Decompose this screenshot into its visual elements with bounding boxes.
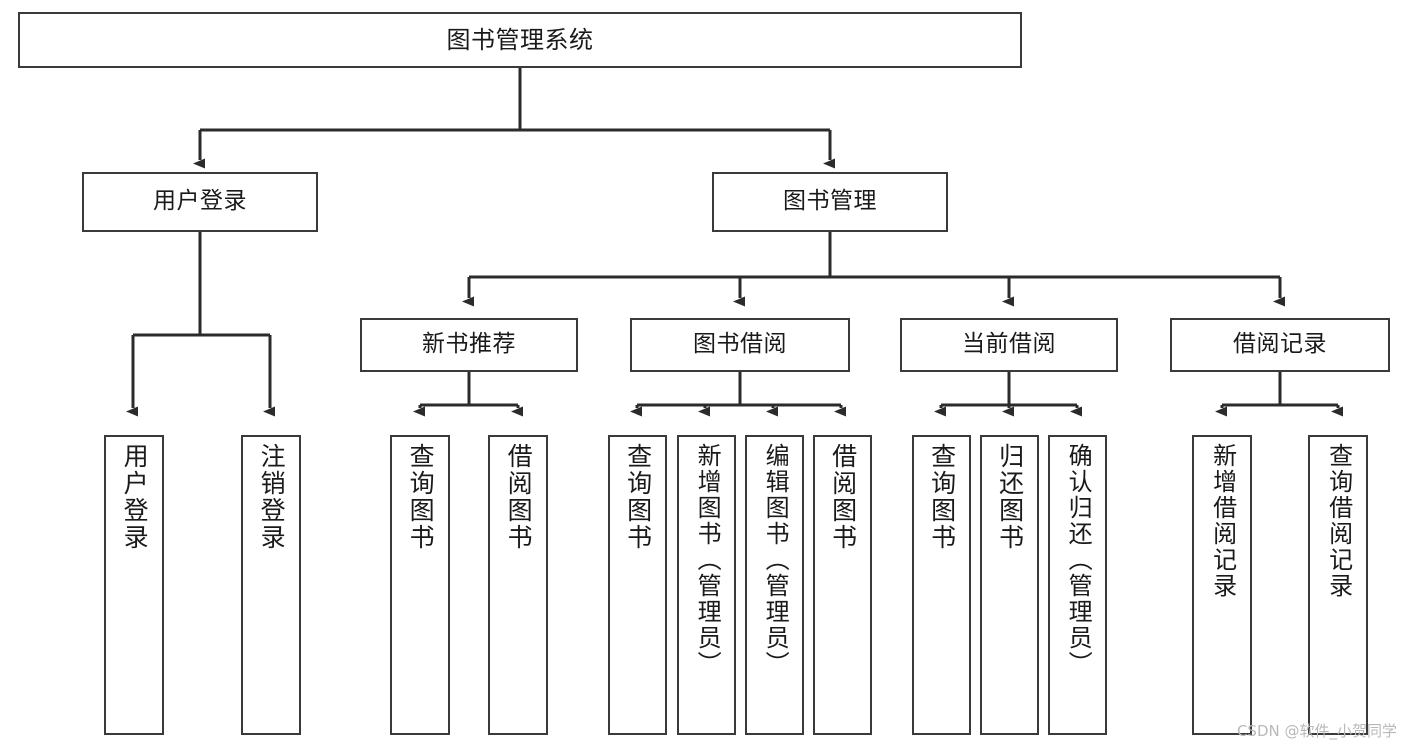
node-label: 查询借阅记录 (1324, 443, 1353, 599)
node-root-book-management-system[interactable]: 图书管理系统 (18, 12, 1022, 68)
node-label: 查询图书 (927, 443, 957, 551)
leaf-user-login-logout[interactable]: 注销登录 (241, 435, 301, 735)
node-label: 借阅图书 (504, 443, 534, 551)
leaf-book-borrow-query-book[interactable]: 查询图书 (608, 435, 667, 735)
leaf-book-borrow-add-book-admin[interactable]: 新增图书（管理员） (677, 435, 736, 735)
node-current-borrow[interactable]: 当前借阅 (900, 318, 1118, 372)
node-label: 归还图书 (995, 443, 1025, 551)
leaf-new-book-borrow-book[interactable]: 借阅图书 (488, 435, 548, 735)
node-label: 新增图书（管理员） (693, 443, 722, 677)
leaf-borrow-record-query-record[interactable]: 查询借阅记录 (1308, 435, 1368, 735)
node-label: 新增借阅记录 (1208, 443, 1237, 599)
node-label: 新书推荐 (422, 331, 516, 358)
node-user-login[interactable]: 用户登录 (82, 172, 318, 232)
leaf-book-borrow-edit-book-admin[interactable]: 编辑图书（管理员） (745, 435, 804, 735)
leaf-new-book-query-book[interactable]: 查询图书 (390, 435, 450, 735)
node-label: 图书管理系统 (446, 25, 594, 54)
leaf-current-borrow-return-book[interactable]: 归还图书 (980, 435, 1039, 735)
node-label: 查询图书 (623, 443, 653, 551)
node-label: 查询图书 (406, 443, 436, 551)
node-label: 图书管理 (783, 188, 877, 215)
node-new-book-recommend[interactable]: 新书推荐 (360, 318, 578, 372)
node-book-management[interactable]: 图书管理 (712, 172, 948, 232)
node-label: 当前借阅 (962, 331, 1056, 358)
leaf-user-login-login[interactable]: 用户登录 (104, 435, 164, 735)
node-label: 编辑图书（管理员） (761, 443, 790, 677)
leaf-borrow-record-add-record[interactable]: 新增借阅记录 (1192, 435, 1252, 735)
node-label: 注销登录 (257, 443, 287, 551)
node-book-borrow[interactable]: 图书借阅 (630, 318, 850, 372)
node-label: 确认归还（管理员） (1064, 443, 1093, 677)
node-label: 借阅图书 (828, 443, 858, 551)
node-label: 用户登录 (120, 443, 150, 551)
node-borrow-record[interactable]: 借阅记录 (1170, 318, 1390, 372)
node-label: 借阅记录 (1233, 331, 1327, 358)
leaf-current-borrow-confirm-return-admin[interactable]: 确认归还（管理员） (1048, 435, 1107, 735)
leaf-book-borrow-borrow-book[interactable]: 借阅图书 (813, 435, 872, 735)
node-label: 用户登录 (153, 188, 247, 215)
leaf-current-borrow-query-book[interactable]: 查询图书 (912, 435, 971, 735)
node-label: 图书借阅 (693, 331, 787, 358)
